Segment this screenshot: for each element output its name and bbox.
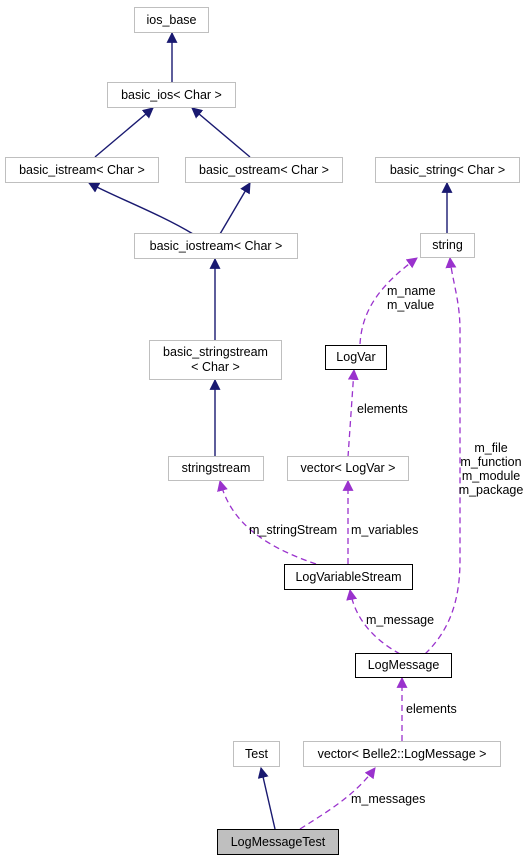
node-basic-iostream-label: basic_iostream< Char > [149, 238, 283, 253]
edge-label-m-value: m_value [387, 298, 435, 312]
node-basic-ios-label: basic_ios< Char > [121, 87, 222, 102]
edge-basic-ostream-to-basic-ios [191, 107, 251, 158]
edge-logvar-to-string [359, 257, 418, 345]
node-vector-logvar-label: vector< LogVar > [300, 461, 396, 475]
edge-label-m-variables: m_variables [351, 523, 419, 537]
node-basic-string-label: basic_string< Char > [389, 162, 506, 177]
edge-label-elements-logvar: elements [357, 402, 408, 416]
edge-vector-logvar-to-logvar [347, 368, 359, 458]
edge-label-m-package: m_package [458, 483, 524, 497]
edge-label-m-name: m_name [387, 284, 436, 298]
node-logvariablestream-label: LogVariableStream [295, 569, 402, 584]
node-basic-iostream[interactable]: basic_iostream< Char > [134, 233, 298, 259]
edge-logmessage-to-logvariablestream [346, 588, 401, 655]
node-basic-istream[interactable]: basic_istream< Char > [5, 157, 159, 183]
node-ios-base-label: ios_base [146, 12, 197, 27]
node-logmessage-label: LogMessage [367, 658, 440, 672]
node-test[interactable]: Test [233, 741, 280, 767]
edge-label-elements-logmessage: elements [406, 702, 457, 716]
edge-label-m-function: m_function [460, 455, 522, 469]
node-logvariablestream[interactable]: LogVariableStream [284, 564, 413, 590]
node-logmessagetest-label: LogMessageTest [230, 834, 326, 849]
edge-label-m-stringstream: m_stringStream [249, 523, 338, 537]
node-string-label: string [432, 238, 463, 252]
node-basic-istream-label: basic_istream< Char > [19, 162, 145, 177]
node-vector-logmessage[interactable]: vector< Belle2::LogMessage > [303, 741, 501, 767]
edge-logmessagetest-to-test [257, 766, 276, 830]
node-basic-ios[interactable]: basic_ios< Char > [107, 82, 236, 108]
edge-label-m-name-m-value: m_name m_value [387, 284, 436, 312]
edge-basic-iostream-to-basic-istream [88, 182, 194, 235]
node-basic-ostream[interactable]: basic_ostream< Char > [185, 157, 343, 183]
edge-logvariablestream-to-stringstream [217, 479, 317, 565]
edge-label-m-module: m_module [461, 469, 521, 483]
edge-label-m-file: m_file [474, 441, 508, 455]
node-logvar[interactable]: LogVar [325, 345, 387, 370]
node-stringstream-label: stringstream [181, 461, 251, 475]
node-basic-stringstream-label-line1: basic_stringstream [163, 345, 268, 359]
node-basic-stringstream-label-line2: < Char > [191, 360, 240, 374]
edge-basic-iostream-to-basic-ostream [219, 182, 251, 235]
node-vector-logmessage-label: vector< Belle2::LogMessage > [317, 746, 487, 761]
edge-logmessagetest-to-vector-logmessage [299, 767, 376, 830]
node-string[interactable]: string [420, 233, 475, 258]
edge-basic-istream-to-basic-ios [94, 107, 154, 158]
node-logmessage[interactable]: LogMessage [355, 653, 452, 678]
node-stringstream[interactable]: stringstream [168, 456, 264, 481]
node-basic-string[interactable]: basic_string< Char > [375, 157, 520, 183]
node-logvar-label: LogVar [336, 350, 376, 364]
node-basic-ostream-label: basic_ostream< Char > [199, 162, 329, 177]
node-ios-base[interactable]: ios_base [134, 7, 209, 33]
edge-label-m-message: m_message [366, 613, 435, 627]
node-test-label: Test [245, 746, 268, 761]
node-logmessagetest[interactable]: LogMessageTest [217, 829, 339, 855]
node-vector-logvar[interactable]: vector< LogVar > [287, 456, 409, 481]
edge-label-m-file-group: m_file m_function m_module m_package [456, 441, 526, 497]
edge-logmessage-to-string [424, 256, 461, 655]
node-basic-stringstream[interactable]: basic_stringstream < Char > [149, 340, 282, 380]
edge-label-m-messages: m_messages [351, 792, 426, 806]
